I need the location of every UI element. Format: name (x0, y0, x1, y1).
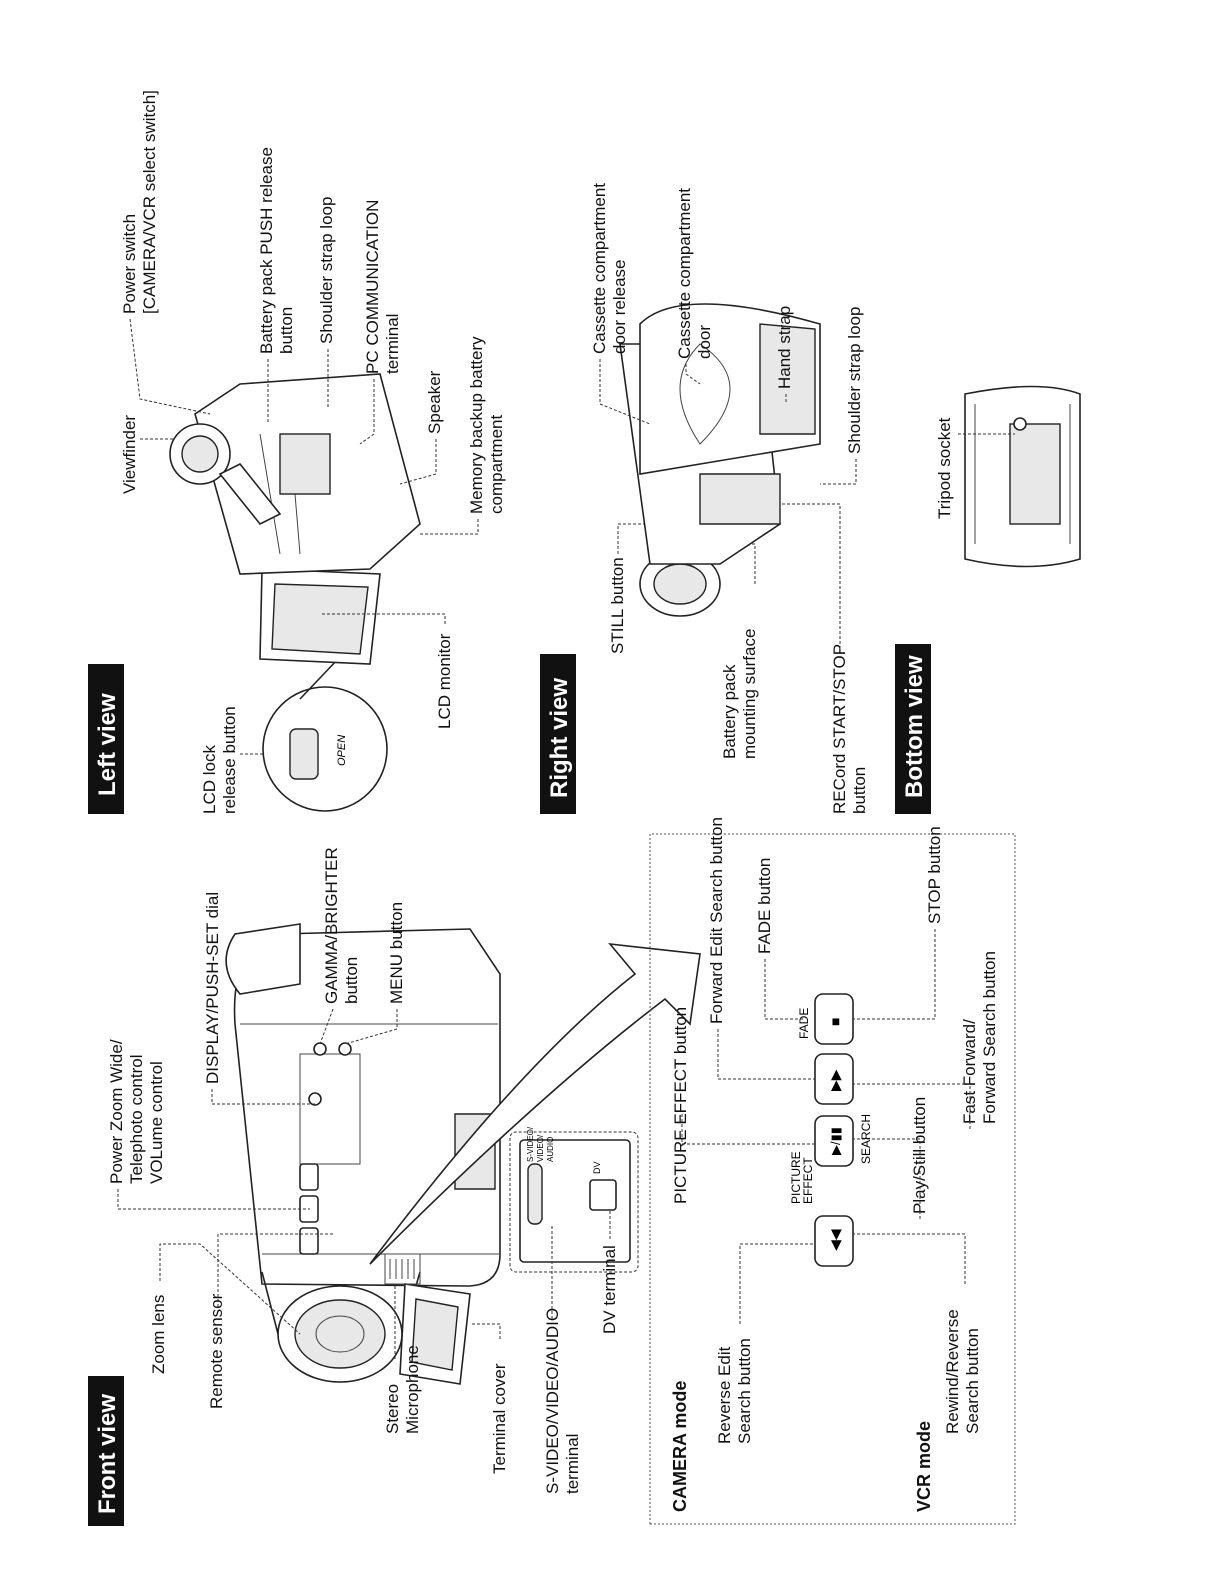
svg-text:◀◀: ◀◀ (827, 1229, 843, 1251)
vcr-mode-label: VCR mode (914, 1421, 934, 1512)
microphone-label: Microphone (403, 1345, 422, 1434)
lcd-monitor-label: LCD monitor (435, 633, 454, 729)
jack-label-2: VIDEO/ (536, 1134, 545, 1162)
terminal-cover-label: Terminal cover (490, 1363, 509, 1474)
panel-search-label: SEARCH (859, 1114, 873, 1164)
battery-surface-label-2: mounting surface (740, 629, 759, 759)
bottom-camcorder-drawing (964, 385, 1081, 568)
right-view-title: Right view (546, 678, 573, 798)
power-zoom-label-1: Power Zoom Wide/ (107, 1039, 126, 1184)
right-view-section: Right view STILL button Battery pack mou… (540, 183, 869, 814)
lcd-lock-label-2: release button (220, 706, 239, 814)
viewfinder-label: Viewfinder (120, 415, 139, 494)
cassette-release-label-2: door release (610, 259, 629, 354)
play-still-button[interactable] (814, 1115, 854, 1167)
battery-surface-label-1: Battery pack (720, 664, 739, 759)
rewind-label-1: Rewind/Reverse (943, 1309, 962, 1434)
forward-edit-label: Forward Edit Search button (707, 817, 726, 1024)
zoom-lens-label: Zoom lens (149, 1295, 168, 1374)
pc-terminal-label-2: terminal (383, 314, 402, 374)
right-camcorder-drawing (619, 303, 821, 617)
stereo-label: Stereo (383, 1384, 402, 1434)
open-text: OPEN (336, 735, 348, 766)
panel-picture-label: PICTURE (789, 1151, 803, 1204)
power-switch-label-1: Power switch (120, 214, 139, 314)
still-button-label: STILL button (608, 557, 627, 654)
hand-strap-label: Hand strap (775, 306, 794, 389)
control-button-panel: ◀◀ ▶/▮▮ ▶▶ ■ PICTURE EFFECT SEARCH FADE (789, 993, 873, 1267)
speaker-label: Speaker (425, 370, 444, 434)
cassette-door-label-2: door (695, 325, 714, 359)
right-view-banner (540, 654, 576, 814)
left-view-title: Left view (94, 693, 121, 796)
fast-forward-label-1: Fast Forward/ (960, 1019, 979, 1124)
cassette-release-label-1: Cassette compartment (590, 183, 609, 354)
front-view-banner (88, 1376, 124, 1526)
right-shoulder-strap-label: Shoulder strap loop (845, 307, 864, 454)
bottom-view-section: Bottom view Tripod socket (895, 385, 1081, 814)
camera-mode-label: CAMERA mode (670, 1381, 690, 1512)
rewind-button[interactable] (814, 1215, 854, 1267)
jack-panel-inset: S-VIDEO/ VIDEO/ AUDIO DV (509, 1126, 639, 1273)
stop-label: STOP button (925, 826, 944, 924)
jack-dv-label: DV (592, 1161, 602, 1174)
rewind-label-2: Search button (963, 1328, 982, 1434)
power-zoom-label-3: VOLume control (147, 1061, 166, 1184)
left-camcorder-drawing (169, 373, 421, 665)
fade-label: FADE button (755, 858, 774, 954)
bottom-view-banner (895, 644, 931, 814)
svg-text:▶▶: ▶▶ (827, 1069, 843, 1091)
front-camcorder-drawing (225, 923, 701, 1385)
power-zoom-label-2: Telephoto control (127, 1055, 146, 1184)
memory-battery-label-2: compartment (487, 415, 506, 514)
pc-terminal-label-1: PC COMMUNICATION (363, 200, 382, 374)
panel-fade-label: FADE (797, 1008, 811, 1039)
display-dial-label: DISPLAY/PUSH-SET dial (203, 892, 222, 1084)
power-switch-label-2: [CAMERA/VCR select switch] (140, 90, 159, 314)
reverse-edit-label-1: Reverse Edit (715, 1346, 734, 1444)
play-still-label: Play/Still button (910, 1097, 929, 1214)
memory-battery-label-1: Memory backup battery (467, 336, 486, 514)
svg-text:■: ■ (827, 1018, 843, 1026)
lcd-lock-magnifier (262, 686, 388, 812)
tripod-socket (1013, 417, 1027, 431)
remote-sensor-label: Remote sensor (207, 1293, 226, 1409)
front-view-title: Front view (94, 1394, 121, 1514)
s-video-terminal-label-2: terminal (563, 1434, 582, 1494)
menu-button-label: MENU button (387, 902, 406, 1004)
fast-forward-label-2: Forward Search button (980, 951, 999, 1124)
left-view-section: Left view LCD lock release button OPEN L… (88, 90, 506, 814)
panel-effect-label: EFFECT (801, 1157, 815, 1204)
left-view-banner (88, 664, 124, 814)
battery-release-label-1: Battery pack PUSH release (257, 147, 276, 354)
dv-terminal-label: DV terminal (600, 1245, 619, 1334)
jack-label-3: AUDIO (546, 1137, 555, 1162)
tripod-socket-label: Tripod socket (935, 417, 954, 519)
front-view-section: Front view (88, 847, 701, 1526)
svg-text:▶/▮▮: ▶/▮▮ (828, 1127, 843, 1155)
reverse-edit-label-2: Search button (735, 1338, 754, 1444)
control-panel-section: CAMERA mode VCR mode Reverse Edit Search… (649, 817, 1016, 1525)
picture-effect-label: PICTURE EFFECT button (671, 1007, 690, 1204)
cassette-door-label-1: Cassette compartment (675, 188, 694, 359)
gamma-button-label: GAMMA/BRIGHTER (322, 847, 341, 1004)
jack-label-1: S-VIDEO/ (526, 1126, 535, 1162)
s-video-terminal-label: S-VIDEO/VIDEO/AUDIO (543, 1308, 562, 1494)
lcd-lock-label-1: LCD lock (200, 745, 219, 814)
gamma-button-label-2: button (342, 957, 361, 1004)
battery-release-label-2: button (277, 307, 296, 354)
record-button-label-2: button (850, 767, 869, 814)
record-button-label-1: RECord START/STOP (830, 644, 849, 814)
bottom-view-title: Bottom view (901, 655, 928, 798)
left-shoulder-strap-label: Shoulder strap loop (317, 197, 336, 344)
